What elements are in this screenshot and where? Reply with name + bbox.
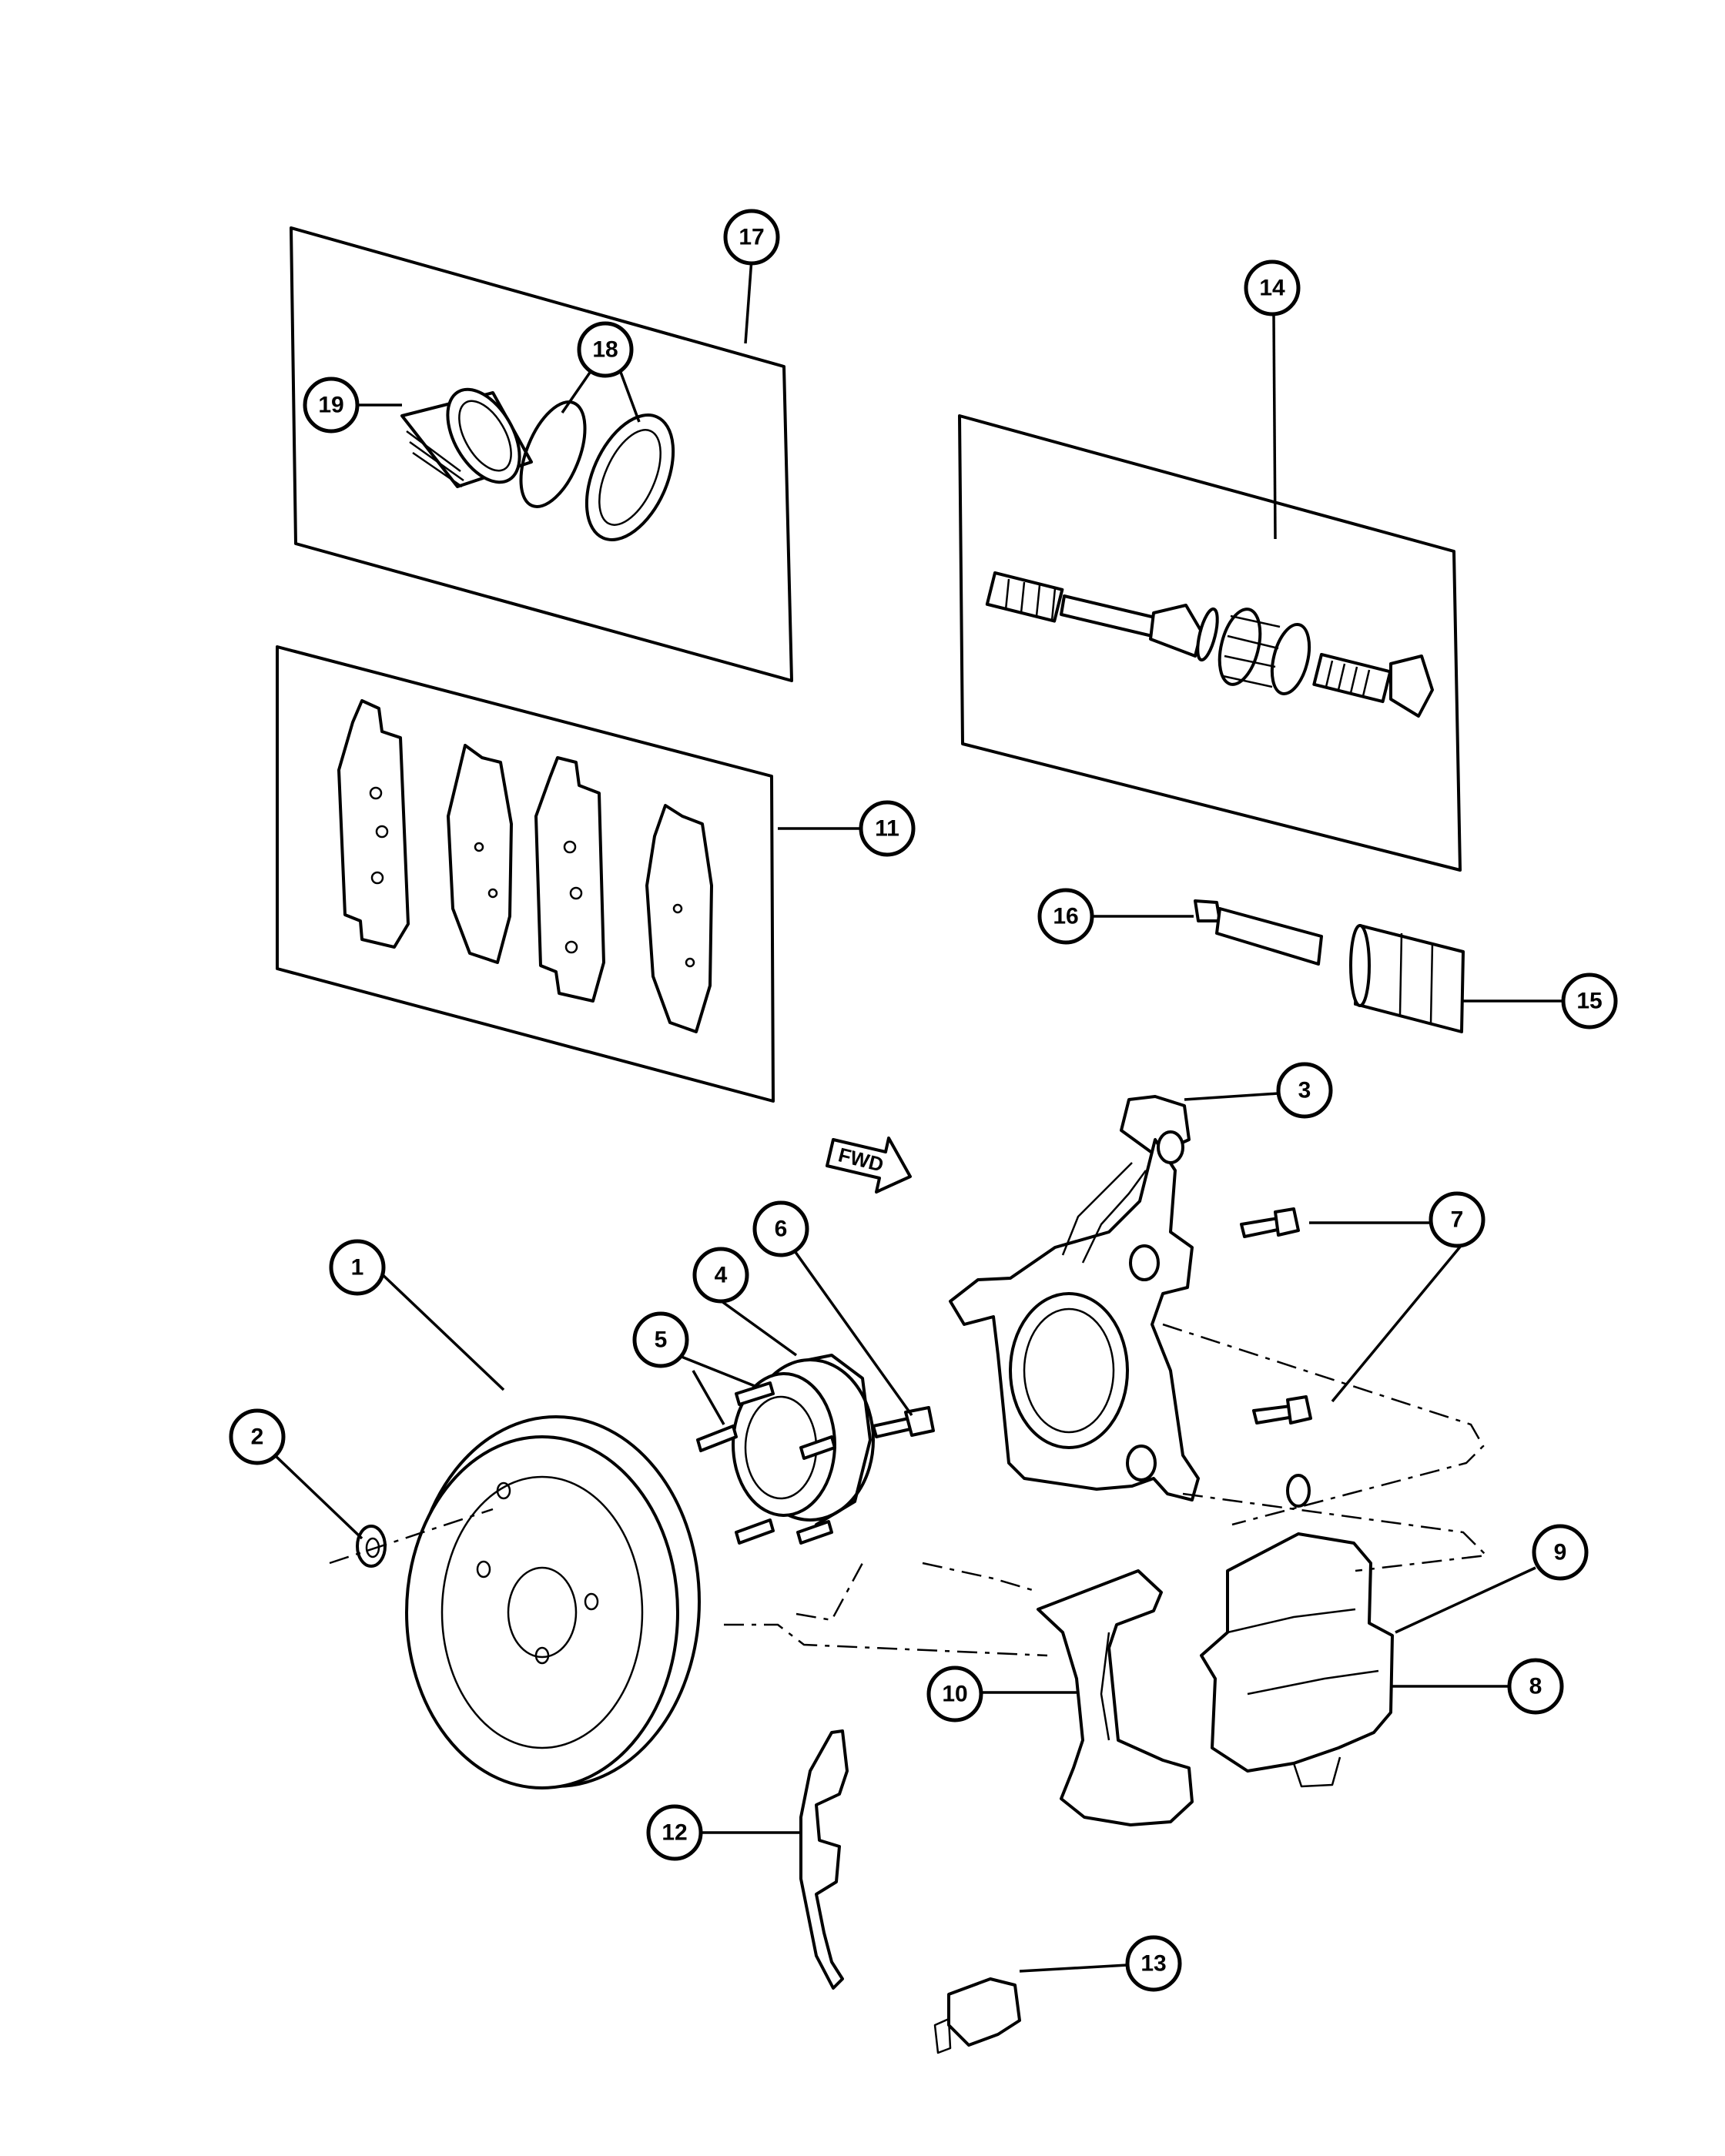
svg-text:1: 1	[351, 1255, 364, 1281]
caliper-seal-ring	[519, 400, 587, 508]
hub-bearing	[732, 1354, 875, 1526]
callout-18: 18	[577, 321, 634, 378]
callout-17: 17	[723, 209, 780, 266]
brake-pad-1	[337, 699, 410, 949]
guide-pin-bushings	[1218, 608, 1311, 695]
guide-pin-bolt	[1312, 652, 1434, 718]
callout-3: 3	[1276, 1062, 1333, 1119]
svg-text:8: 8	[1529, 1674, 1542, 1699]
brake-pad-4	[645, 804, 713, 1033]
svg-text:13: 13	[1141, 1951, 1166, 1977]
callout-12: 12	[646, 1804, 703, 1861]
brake-rotor	[405, 1415, 701, 1789]
svg-text:17: 17	[739, 225, 764, 250]
callout-7: 7	[1429, 1191, 1486, 1248]
steering-knuckle	[949, 1095, 1200, 1502]
abutment-clip	[933, 1977, 1021, 2054]
panel-piston-seal-kit	[290, 226, 793, 682]
svg-text:15: 15	[1576, 989, 1602, 1014]
panel-brake-pads	[276, 645, 775, 1103]
svg-text:18: 18	[592, 337, 618, 363]
callout-5: 5	[632, 1311, 689, 1368]
svg-text:19: 19	[318, 393, 343, 418]
panel-guide-pin-kit	[958, 414, 1462, 872]
callout-4: 4	[692, 1247, 749, 1304]
caliper-piston	[400, 387, 533, 488]
guide-bushing-15	[1349, 924, 1465, 1033]
callout-9: 9	[1532, 1524, 1589, 1581]
callout-11: 11	[859, 800, 916, 857]
callout-13: 13	[1125, 1935, 1182, 1992]
callout-15: 15	[1561, 973, 1618, 1029]
knuckle-bolt-upper	[1240, 1207, 1300, 1238]
anti-rattle-clip	[799, 1729, 849, 1990]
brake-pad-3	[534, 756, 605, 1003]
svg-text:11: 11	[875, 816, 899, 842]
brake-caliper	[1200, 1474, 1394, 1788]
svg-text:7: 7	[1451, 1207, 1464, 1233]
knuckle-bolt-lower	[1252, 1395, 1312, 1424]
caliper-dust-boot	[584, 413, 675, 541]
svg-text:16: 16	[1053, 904, 1078, 929]
forward-direction-arrow: FWD	[826, 1137, 912, 1194]
fwd-label: FWD	[836, 1143, 886, 1176]
callout-16: 16	[1037, 888, 1094, 945]
svg-text:2: 2	[251, 1424, 264, 1450]
callout-19: 19	[303, 377, 360, 434]
callout-1: 1	[329, 1239, 386, 1296]
callout-14: 14	[1244, 259, 1301, 316]
leader-lines	[257, 258, 1563, 1973]
callout-8: 8	[1507, 1658, 1564, 1715]
svg-text:6: 6	[775, 1217, 788, 1242]
svg-text:9: 9	[1554, 1540, 1567, 1565]
wheel-studs	[696, 1381, 836, 1545]
assembly-centerlines	[329, 1323, 1489, 1657]
hub-nut-washer	[356, 1525, 387, 1568]
callout-10: 10	[926, 1666, 983, 1722]
svg-text:3: 3	[1298, 1078, 1311, 1103]
guide-pin-16	[1194, 899, 1323, 966]
brake-pad-2	[447, 744, 513, 964]
guide-pin	[985, 571, 1219, 662]
svg-text:14: 14	[1259, 276, 1285, 301]
svg-text:12: 12	[662, 1820, 687, 1846]
callout-2: 2	[229, 1408, 286, 1465]
svg-text:10: 10	[942, 1682, 967, 1707]
svg-text:4: 4	[715, 1263, 728, 1288]
callout-6: 6	[752, 1200, 809, 1257]
hub-mounting-bolt	[872, 1406, 935, 1438]
svg-text:5: 5	[655, 1327, 668, 1353]
caliper-adapter-bracket	[1037, 1569, 1194, 1826]
